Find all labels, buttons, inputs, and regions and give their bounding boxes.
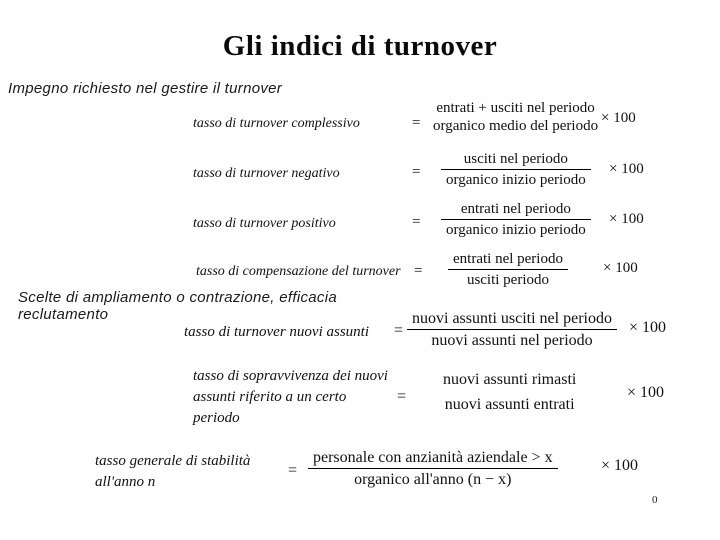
equals-sign: = [412, 164, 421, 180]
fraction-denominator: organico inizio periodo [446, 222, 586, 238]
equals-sign: = [412, 214, 421, 230]
fraction-numerator: nuovi assunti rimasti [443, 371, 577, 388]
fraction: personale con anzianità aziendale > x or… [308, 448, 558, 489]
fraction: usciti nel periodo organico inizio perio… [441, 150, 591, 189]
fraction-denominator: organico medio del periodo [433, 118, 599, 134]
multiplier: × 100 [609, 161, 644, 177]
multiplier: × 100 [603, 260, 638, 276]
fraction: entrati nel periodo organico inizio peri… [441, 200, 591, 239]
formula-label: tasso di turnover negativo [193, 166, 340, 181]
fraction-numerator: nuovi assunti usciti nel periodo [407, 309, 617, 330]
fraction: entrati nel periodo usciti periodo [448, 250, 568, 289]
page-number: 0 [652, 494, 658, 506]
slide-title: Gli indici di turnover [222, 30, 498, 62]
formula-label: tasso di turnover positivo [193, 216, 336, 231]
formula-label: tasso di compensazione del turnover [196, 264, 401, 279]
note-impegno: Impegno richiesto nel gestire il turnove… [8, 80, 283, 97]
formula-label: tasso di turnover nuovi assunti [184, 324, 370, 340]
fraction-denominator: organico inizio periodo [446, 172, 586, 188]
formula-label: tasso generale di stabilità all'anno n [95, 453, 251, 490]
fraction-numerator: entrati nel periodo [448, 250, 568, 270]
formula-label: tasso di turnover complessivo [193, 116, 360, 131]
fraction-numerator: personale con anzianità aziendale > x [308, 448, 558, 469]
fraction-numerator: entrati + usciti nel periodo [436, 100, 595, 116]
formula-label: tasso di sopravvivenza dei nuovi assunti… [193, 368, 388, 426]
equals-sign: = [394, 322, 404, 339]
fraction: nuovi assunti rimasti nuovi assunti entr… [438, 370, 581, 414]
fraction-numerator: usciti nel periodo [441, 150, 591, 170]
fraction-numerator: entrati nel periodo [441, 200, 591, 220]
note-scelte: Scelte di ampliamento o contrazione, eff… [18, 289, 337, 323]
equals-sign: = [288, 462, 298, 479]
multiplier: × 100 [629, 319, 667, 336]
fraction-denominator: usciti periodo [466, 272, 550, 288]
equals-sign: = [397, 388, 407, 405]
fraction-denominator: nuovi assunti nel periodo [431, 332, 593, 349]
multiplier: × 100 [601, 110, 636, 126]
multiplier: × 100 [601, 457, 639, 474]
multiplier: × 100 [627, 384, 665, 401]
multiplier: × 100 [609, 211, 644, 227]
fraction: entrati + usciti nel periodo organico me… [428, 99, 603, 135]
equals-sign: = [414, 263, 423, 279]
fraction-denominator: organico all'anno (n − x) [354, 471, 512, 488]
equals-sign: = [412, 115, 421, 131]
fraction-denominator: nuovi assunti entrati [444, 396, 575, 413]
fraction: nuovi assunti usciti nel periodo nuovi a… [407, 309, 617, 350]
